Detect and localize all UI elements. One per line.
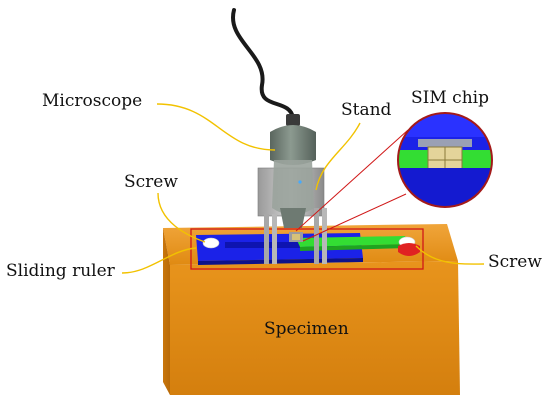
specimen-front-face — [170, 261, 460, 395]
label-specimen: Specimen — [264, 319, 349, 339]
stand-leg-2 — [272, 214, 277, 264]
label-sliding-ruler: Sliding ruler — [6, 261, 115, 281]
label-sim-chip: SIM chip — [411, 88, 489, 108]
zoom-line-1 — [295, 129, 409, 232]
microscope-led — [298, 180, 302, 184]
leader-screw-left — [157, 192, 206, 243]
stand-leg-1 — [264, 214, 269, 264]
leader-screw-right — [415, 245, 485, 265]
ruler-edge — [198, 258, 363, 265]
leader-lines — [121, 103, 485, 274]
microscope-lower — [272, 160, 314, 215]
label-screw-left: Screw — [124, 172, 178, 192]
specimen-left-face — [163, 228, 170, 395]
stand-leg-4 — [322, 208, 327, 264]
screw-right-mount — [398, 243, 420, 256]
microscope-lens — [280, 208, 306, 228]
screw-left-head — [202, 237, 220, 249]
leader-microscope — [156, 103, 276, 151]
label-microscope: Microscope — [42, 91, 143, 111]
microscope-cable — [231, 8, 295, 120]
microscope-body — [270, 125, 316, 165]
ruler-slot — [225, 242, 345, 248]
magnified-sim-chip — [397, 112, 493, 208]
sliding-ruler — [196, 233, 420, 265]
label-stand: Stand — [341, 100, 392, 120]
stand-leg-3 — [314, 208, 319, 264]
microscope — [231, 8, 316, 228]
label-screw-right: Screw — [488, 252, 542, 272]
microscope-cap — [286, 114, 300, 126]
sim-chip-small — [292, 234, 300, 240]
leader-stand — [315, 122, 361, 191]
leader-sliding-ruler — [121, 247, 197, 274]
zoom-line-2 — [302, 193, 407, 242]
magnifier-ring — [397, 112, 493, 208]
